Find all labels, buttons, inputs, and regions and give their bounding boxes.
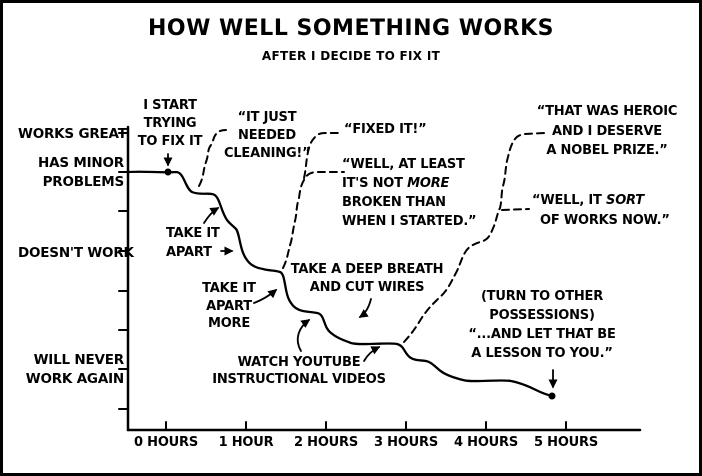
y-label-works-great: WORKS GREAT <box>18 126 127 142</box>
chart-subtitle: AFTER I DECIDE TO FIX IT <box>261 49 441 63</box>
y-label-will-never-work-again: WILL NEVER WORK AGAIN <box>25 352 124 387</box>
deep-breath-arrow <box>358 298 372 318</box>
annotation-not-more-broken: “WELL, AT LEAST IT'S NOT MORE BROKEN THA… <box>342 157 477 229</box>
dashed-claim-cleaning <box>198 129 227 187</box>
x-label-4-hours: 4 HOURS <box>453 435 519 450</box>
annotation-youtube-videos: WATCH YOUTUBE INSTRUCTIONAL VIDEOS <box>212 355 386 387</box>
x-label-3-hours: 3 HOURS <box>373 435 439 450</box>
annotation-deep-breath-cut-wires: TAKE A DEEP BREATH AND CUT WIRES <box>290 262 444 295</box>
annotation-take-it-apart-more: TAKE IT APART MORE <box>202 281 256 331</box>
annotation-just-needed-cleaning: “IT JUST NEEDED CLEANING!” <box>224 110 311 161</box>
curve-start-dot <box>164 168 172 176</box>
take-apart-more-arrow <box>253 289 278 304</box>
youtube-right-arrow <box>363 346 381 362</box>
y-label-doesnt-work: DOESN'T WORK <box>18 245 134 261</box>
italic-more: MORE <box>407 176 450 191</box>
x-label-0-hours: 0 HOURS <box>133 435 199 450</box>
annotation-take-it-apart: TAKE IT APART <box>166 226 220 260</box>
italic-sort: SORT <box>606 193 644 208</box>
annotation-i-start-trying: I START TRYING TO FIX IT <box>137 98 203 149</box>
y-label-has-minor-problems: HAS MINOR PROBLEMS <box>38 155 124 190</box>
actual-works-curve <box>127 170 554 398</box>
annotation-fixed-it: “FIXED IT!” <box>344 122 427 137</box>
annotation-heroic-nobel: “THAT WAS HEROIC AND I DESERVE A NOBEL P… <box>536 104 678 158</box>
take-apart-curved-arrow <box>203 207 220 224</box>
x-label-5-hours: 5 HOURS <box>533 435 599 450</box>
dashed-claim-not-more-broken <box>282 171 345 269</box>
dashed-claim-sort-of-works <box>501 208 530 211</box>
x-label-1-hour: 1 HOUR <box>218 435 274 450</box>
y-axis-ticks <box>118 132 129 410</box>
youtube-left-arrow <box>296 319 311 352</box>
curve-end-dot <box>548 392 556 400</box>
annotation-sort-of-works: “WELL, IT SORT OF WORKS NOW.” <box>532 193 670 228</box>
x-label-2-hours: 2 HOURS <box>293 435 359 450</box>
annotation-lesson-to-you: (TURN TO OTHER POSSESSIONS) “...AND LET … <box>468 289 616 361</box>
dashed-claim-fixed-it <box>303 132 343 179</box>
chart-title: HOW WELL SOMETHING WORKS <box>147 16 555 41</box>
x-axis-ticks <box>165 421 567 431</box>
